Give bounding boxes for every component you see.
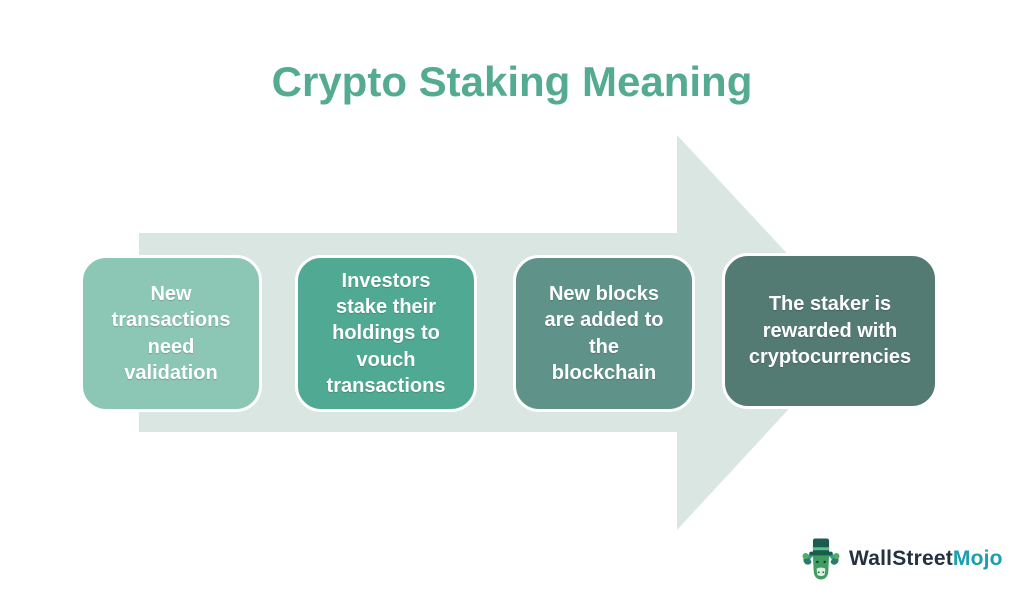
process-arrow-shape [139,135,860,530]
bull-mascot-icon [802,538,840,580]
step-label: The staker is rewarded with cryptocurren… [748,293,912,369]
step-box-staker-rewarded: The staker is rewarded with cryptocurren… [722,253,938,409]
step-box-new-transactions: New transactions need validation [80,255,262,412]
step-label: New blocks are added to the blockchain [544,282,664,384]
brand-secondary: Mojo [952,547,1003,570]
brand-primary: WallStreet [849,547,953,570]
step-label: Investors stake their holdings to vouch … [326,269,446,398]
page-title: Crypto Staking Meaning [271,58,753,105]
brand-wordmark: WallStreetMojo [849,547,1003,571]
step-box-investors-stake: Investors stake their holdings to vouch … [295,255,477,412]
step-label: New transactions need validation [111,282,231,384]
step-box-new-blocks: New blocks are added to the blockchain [513,255,695,412]
wallstreetmojo-logo: WallStreetMojo [799,534,1003,584]
